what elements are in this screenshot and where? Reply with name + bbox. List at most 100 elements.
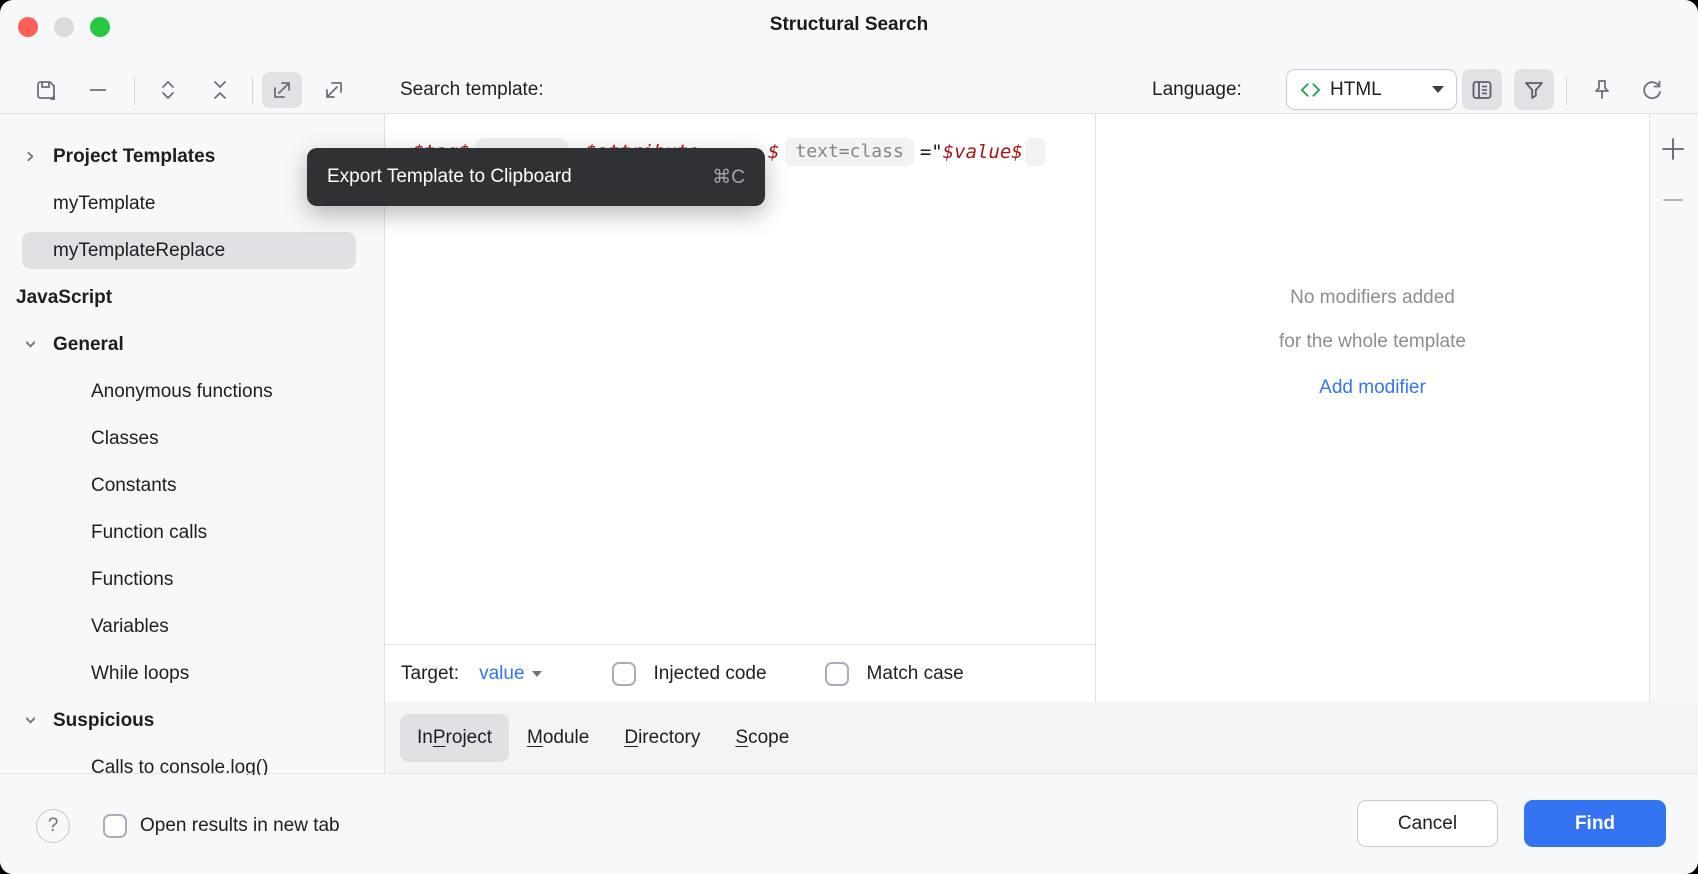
tree-item-label: Anonymous functions — [91, 380, 273, 402]
modifier-strip — [1650, 114, 1698, 702]
tooltip-shortcut: ⌘C — [712, 166, 745, 188]
sidebar-divider — [384, 114, 385, 775]
tree-item-label: Classes — [91, 427, 159, 449]
target-label: Target: — [401, 662, 460, 684]
language-dropdown[interactable]: HTML — [1286, 69, 1457, 110]
no-modifiers-line2: for the whole template — [1279, 331, 1466, 352]
remove-icon — [90, 89, 106, 91]
language-label: Language: — [1152, 79, 1242, 100]
editor-panel-divider — [1095, 114, 1096, 702]
filter-icon — [1525, 81, 1543, 99]
toolbar-divider — [0, 113, 1698, 114]
tree-item-label: Functions — [91, 568, 174, 590]
chevron-down-icon — [531, 670, 542, 677]
match-case-checkbox[interactable] — [824, 661, 849, 686]
reset-icon — [1643, 80, 1661, 100]
chevron-icon[interactable] — [22, 149, 38, 165]
tree-item[interactable]: Function calls — [0, 509, 384, 556]
export-template-button[interactable] — [262, 72, 302, 108]
toolbar-separator — [252, 77, 253, 105]
save-template-button[interactable] — [26, 72, 66, 108]
search-template-label: Search template: — [400, 79, 544, 100]
tree-item[interactable]: Functions — [0, 556, 384, 603]
inlay-hint-text-class: text=class — [785, 138, 914, 166]
injected-code-checkbox[interactable] — [611, 661, 636, 686]
language-value: HTML — [1330, 78, 1382, 100]
help-glyph: ? — [47, 815, 59, 836]
target-value-dropdown[interactable]: value — [479, 662, 525, 684]
filter-toggle[interactable] — [1514, 69, 1554, 110]
code-line-visible-part: $ text=class =" $value$ — [768, 138, 1051, 166]
expand-all-button[interactable] — [148, 72, 188, 108]
footer-divider — [0, 773, 1698, 774]
history-panel-toggle[interactable] — [1462, 69, 1502, 110]
modifier-strip-divider — [1649, 114, 1650, 702]
open-results-label: Open results in new tab — [140, 815, 340, 836]
plus-icon — [1662, 138, 1684, 160]
tree-item[interactable]: While loops — [0, 650, 384, 697]
tree-item[interactable]: General — [0, 321, 384, 368]
import-icon — [326, 82, 342, 98]
tree-item-label: Suspicious — [53, 709, 155, 731]
pin-dialog-button[interactable] — [1584, 72, 1620, 108]
remove-template-button[interactable] — [78, 72, 118, 108]
import-template-button[interactable] — [314, 72, 354, 108]
titlebar: Structural Search — [0, 0, 1698, 52]
tree-item[interactable]: Suspicious — [0, 697, 384, 744]
match-case-label: Match case — [866, 662, 964, 684]
find-button[interactable]: Find — [1524, 800, 1666, 847]
toolbar-separator — [1566, 77, 1567, 105]
templates-tree[interactable]: Project Templates myTemplate myTemplateR… — [0, 114, 384, 775]
tree-item-label: Project Templates — [53, 145, 216, 167]
chevron-icon[interactable] — [22, 337, 38, 353]
tree-item[interactable]: Anonymous functions — [0, 368, 384, 415]
minimize-window-button[interactable] — [54, 17, 74, 37]
tree-item-label: Constants — [91, 474, 177, 496]
tree-item[interactable]: Classes — [0, 415, 384, 462]
open-results-checkbox[interactable] — [103, 814, 127, 838]
export-icon — [274, 82, 290, 98]
toolbar-separator — [134, 77, 135, 105]
tree-item[interactable]: myTemplateReplace — [0, 227, 384, 274]
tree-item-label: While loops — [91, 662, 190, 684]
inlay-hint-chip-clipped — [1024, 138, 1045, 166]
add-modifier-link[interactable]: Add modifier — [1319, 377, 1426, 398]
selection-highlight — [22, 232, 356, 269]
tree-item[interactable]: JavaScript — [0, 274, 384, 321]
tree-item-label: myTemplateReplace — [53, 239, 226, 261]
tree-item-label: General — [53, 333, 124, 355]
chevron-icon[interactable] — [22, 713, 38, 729]
tree-item-label: Function calls — [91, 521, 208, 543]
tree-item[interactable]: Project Templates — [0, 133, 384, 180]
save-icon — [37, 81, 55, 100]
code-tag-icon — [1300, 82, 1321, 97]
injected-code-label: Injected code — [653, 662, 767, 684]
zoom-window-button[interactable] — [90, 17, 110, 37]
tree-item[interactable]: myTemplate — [0, 180, 384, 227]
history-panel-icon — [1472, 80, 1492, 99]
help-button[interactable]: ? — [36, 809, 70, 843]
pin-icon — [1595, 80, 1609, 99]
tree-item-label: Calls to console.log() — [91, 756, 269, 776]
window-title: Structural Search — [769, 14, 929, 35]
tree-item[interactable]: Constants — [0, 462, 384, 509]
target-row-divider — [385, 644, 1095, 645]
remove-modifier-button[interactable] — [1655, 182, 1691, 218]
expand-all-icon — [162, 81, 174, 99]
modifiers-panel — [1096, 114, 1649, 702]
collapse-all-button[interactable] — [200, 72, 240, 108]
target-row: Target: value Injected code Match case — [385, 645, 1095, 702]
reset-button[interactable] — [1634, 72, 1670, 108]
add-modifier-button[interactable] — [1655, 131, 1691, 167]
tree-item[interactable]: Calls to console.log() — [0, 744, 384, 776]
tree-item[interactable]: Variables — [0, 603, 384, 650]
close-window-button[interactable] — [18, 17, 38, 37]
cancel-button[interactable]: Cancel — [1357, 800, 1498, 847]
tree-item-label: myTemplate — [53, 192, 156, 214]
